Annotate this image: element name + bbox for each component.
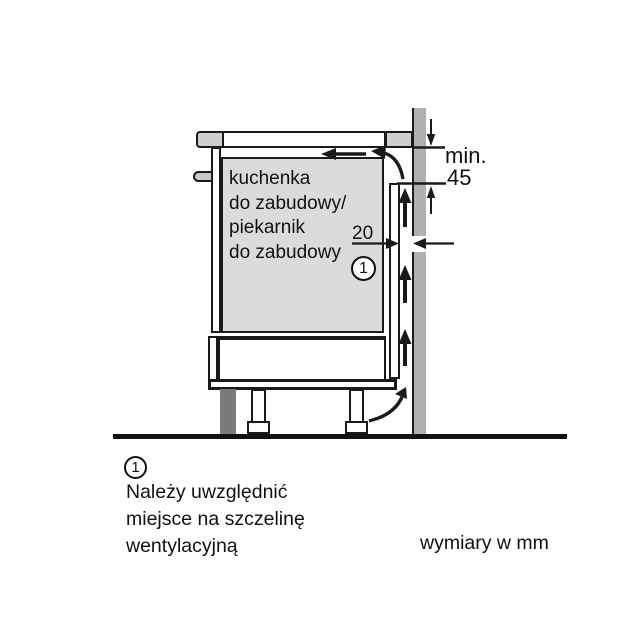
- dimension-arrow-down-icon: [426, 119, 436, 146]
- oven-front-frame: [211, 147, 221, 333]
- cabinet-label-line: piekarnik: [229, 217, 306, 238]
- left-leg-foot: [247, 421, 270, 434]
- worktop-right-section: [385, 131, 413, 148]
- wall: [412, 108, 426, 435]
- legend-note-line: Należy uwzględnić: [126, 481, 288, 503]
- airflow-curve-bottom-arrow-icon: [368, 387, 407, 423]
- airflow-up-arrow-icon: [398, 188, 412, 227]
- plinth: [220, 389, 236, 434]
- oven-handle: [193, 171, 213, 182]
- rear-vent-panel: [389, 183, 400, 379]
- airflow-up-arrow-icon: [398, 329, 412, 366]
- legend-note: Należy uwzględnić miejsce na szczelinę w…: [126, 479, 305, 560]
- min-dimension-label: min. 45: [445, 145, 487, 189]
- callout-1-badge: 1: [351, 256, 376, 281]
- right-leg: [349, 389, 364, 423]
- drawer-front-panel: [208, 336, 218, 382]
- cabinet-label: kuchenka do zabudowy/ piekarnik do zabud…: [229, 167, 346, 265]
- cabinet-label-line: do zabudowy/: [229, 192, 347, 214]
- cabinet-label-line: kuchenka: [229, 168, 311, 189]
- worktop-left-section: [196, 131, 224, 148]
- right-leg-foot: [345, 421, 368, 434]
- cabinet-label-line: do zabudowy: [229, 241, 341, 263]
- units-note: wymiary w mm: [420, 532, 549, 554]
- built-in-oven-cabinet: [221, 157, 384, 333]
- floor-line: [113, 434, 567, 439]
- legend-callout-1-badge: 1: [124, 456, 147, 479]
- cabinet-bottom-panel: [208, 379, 397, 390]
- legend-note-line: wentylacyjną: [126, 535, 238, 557]
- drawer-box: [218, 336, 386, 382]
- min-dimension-value: 45: [447, 165, 472, 190]
- legend-note-line: miejsce na szczelinę: [126, 508, 305, 530]
- dimension-arrow-up-icon: [426, 186, 436, 214]
- min-dimension-word: min.: [445, 143, 487, 168]
- gap-dimension-label: 20: [352, 223, 374, 244]
- airflow-up-arrow-icon: [398, 265, 412, 303]
- left-leg: [251, 389, 266, 423]
- hob-body: [222, 131, 386, 148]
